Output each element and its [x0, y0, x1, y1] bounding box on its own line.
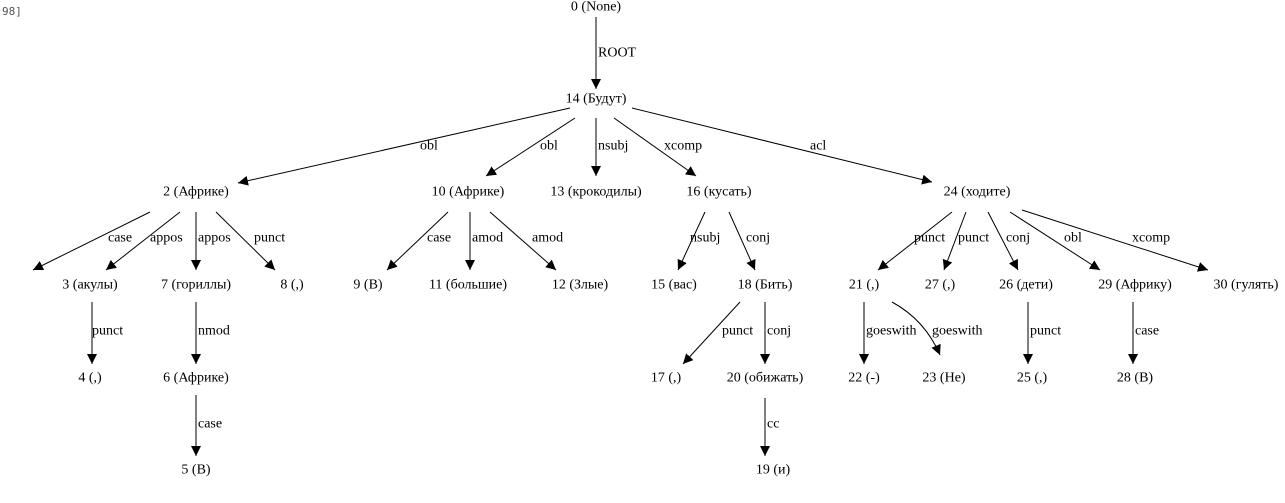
edge-24-to-29: [1009, 211, 1101, 271]
edge-label-18-to-17: punct: [722, 324, 753, 339]
node-5: 5 (В): [181, 463, 211, 478]
node-3: 3 (акулы): [62, 278, 118, 293]
node-22: 22 (-): [848, 371, 880, 386]
edge-label-14-to-13: nsubj: [598, 139, 628, 154]
edge-label-24-to-21: punct: [914, 231, 945, 246]
node-13: 13 (крокодилы): [550, 185, 642, 200]
node-14: 14 (Будут): [566, 92, 627, 107]
edge-2-to-3: [32, 211, 151, 271]
node-23: 23 (Не): [922, 371, 965, 386]
edge-label-6-to-5: case: [198, 417, 222, 432]
node-24: 24 (ходите): [944, 185, 1011, 200]
edge-10-to-9: [386, 211, 449, 271]
cell-prompt-fragment: 98]: [2, 5, 22, 18]
node-2: 2 (Африке): [163, 185, 229, 200]
node-28: 28 (В): [1117, 371, 1154, 386]
edge-label-21-to-22: goeswith: [866, 324, 917, 339]
node-27: 27 (,): [925, 278, 956, 293]
edge-18-to-17: [682, 301, 741, 365]
edge-label-14-to-2: obl: [420, 139, 438, 154]
edge-label-14-to-24: acl: [810, 139, 826, 154]
edge-label-24-to-30: xcomp: [1132, 231, 1170, 246]
node-16: 16 (кусать): [686, 185, 752, 200]
node-6: 6 (Африке): [163, 371, 229, 386]
edge-16-to-18: [728, 211, 756, 271]
edge-label-18-to-20: conj: [767, 324, 791, 339]
edge-10-to-12: [489, 211, 557, 271]
node-20: 20 (обижать): [727, 371, 804, 386]
edge-14-to-2: [237, 107, 571, 186]
edge-label-2-to-7: appos: [150, 231, 183, 246]
edges-layer: ROOT obl obl nsubj xcomp acl case appos appos pun…: [32, 17, 1209, 456]
node-19: 19 (и): [756, 463, 791, 478]
edge-label-24-to-26: conj: [1006, 231, 1030, 246]
edge-label-3-to-4: punct: [92, 324, 123, 339]
edge-14-to-24: [631, 107, 933, 185]
edge-label-21-to-23: goeswith: [932, 324, 983, 339]
edge-label-7-to-6: nmod: [198, 324, 230, 339]
node-30: 30 (гулять): [1214, 278, 1279, 293]
edge-label-24-to-27: punct: [958, 231, 989, 246]
node-18: 18 (Бить): [738, 278, 793, 293]
node-9: 9 (В): [353, 278, 383, 293]
node-0: 0 (None): [571, 0, 621, 15]
node-8: 8 (,): [280, 278, 304, 293]
edge-24-to-30: [1021, 209, 1209, 272]
node-26: 26 (дети): [999, 278, 1053, 293]
node-21: 21 (,): [849, 278, 880, 293]
node-7: 7 (гориллы): [161, 278, 231, 293]
edge-label-14-to-10: obl: [540, 139, 558, 154]
edge-24-to-26: [987, 211, 1019, 271]
node-15: 15 (вас): [651, 278, 697, 293]
edge-label-29-to-28: case: [1135, 324, 1159, 339]
node-25: 25 (,): [1017, 371, 1048, 386]
edge-label-14-to-16: xcomp: [664, 139, 702, 154]
edge-label-10-to-9: case: [427, 231, 451, 246]
edge-label-16-to-15: nsubj: [690, 231, 720, 246]
edge-label-2-to-3: case: [108, 231, 132, 246]
edge-label-10-to-12: amod: [532, 231, 563, 246]
node-10: 10 (Африке): [432, 185, 505, 200]
edge-label-10-to-11: amod: [472, 231, 503, 246]
edge-14-to-10: [485, 117, 576, 177]
edge-2-to-7: [105, 211, 181, 271]
nodes-layer: 0 (None) 14 (Будут) 2 (Африке) 10 (Африке) 1…: [62, 0, 1278, 478]
edge-label-24-to-29: obl: [1064, 231, 1082, 246]
edge-label-0-to-14: ROOT: [598, 46, 637, 61]
edge-21-to-23: [891, 301, 941, 356]
edge-label-16-to-18: conj: [746, 231, 770, 246]
edge-24-to-27: [942, 211, 967, 271]
node-4: 4 (,): [78, 371, 102, 386]
edge-label-2-to-8: punct: [254, 231, 285, 246]
edge-label-2-to-7: appos: [198, 231, 231, 246]
node-17: 17 (,): [651, 371, 682, 386]
edge-16-to-15: [677, 211, 706, 271]
node-29: 29 (Африку): [1098, 278, 1172, 293]
edge-2-to-8: [215, 211, 276, 271]
node-12: 12 (Злые): [552, 278, 609, 293]
edge-label-26-to-25: punct: [1030, 324, 1061, 339]
edge-24-to-21: [877, 211, 953, 271]
edge-14-to-16: [613, 117, 697, 177]
edge-label-20-to-19: cc: [767, 417, 779, 432]
node-11: 11 (большие): [429, 278, 507, 293]
